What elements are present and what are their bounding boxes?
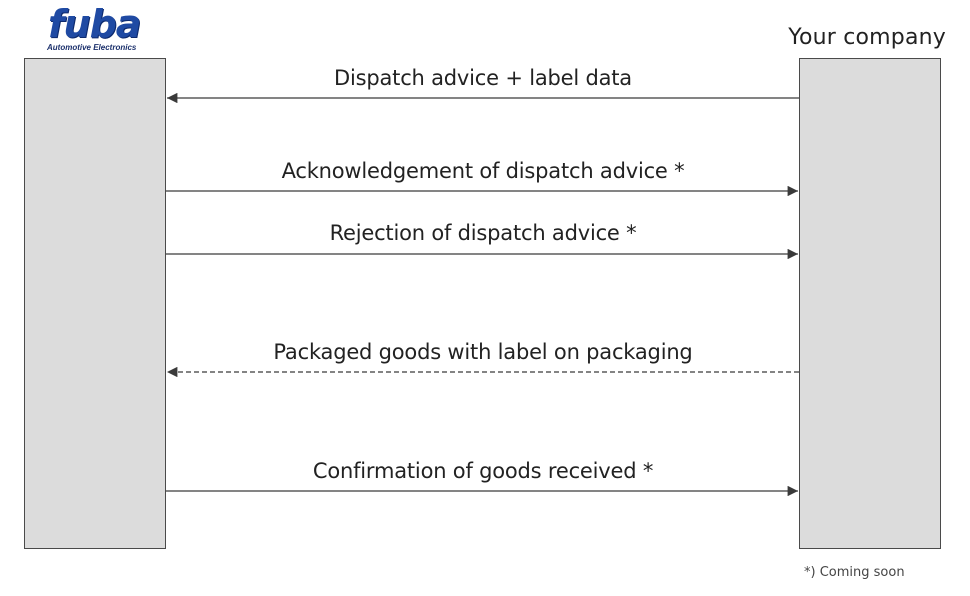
footnote-coming-soon: *) Coming soon — [804, 565, 905, 580]
message-label-acknowledgement: Acknowledgement of dispatch advice * — [281, 159, 685, 183]
message-label-rejection: Rejection of dispatch advice * — [329, 221, 637, 245]
logo-wordmark: fuba — [48, 2, 141, 46]
fuba-logo: fuba Automotive Electronics — [44, 2, 144, 54]
lifeline-your-company — [799, 58, 941, 549]
message-label-dispatch-advice: Dispatch advice + label data — [334, 66, 632, 90]
message-label-packaged-goods: Packaged goods with label on packaging — [273, 340, 693, 364]
participant-your-company-label: Your company — [788, 25, 946, 50]
message-label-confirmation: Confirmation of goods received * — [312, 459, 654, 483]
logo-tagline: Automotive Electronics — [47, 43, 137, 52]
lifeline-fuba — [24, 58, 166, 549]
